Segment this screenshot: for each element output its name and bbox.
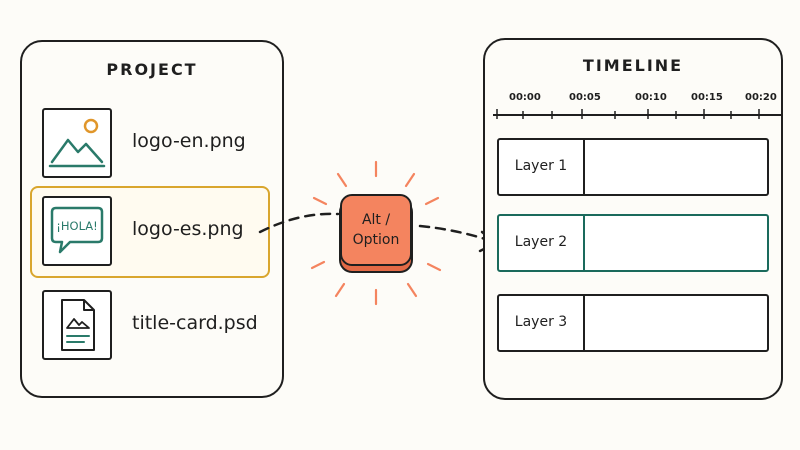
tick-label: 00:05 [569,92,601,103]
time-ruler: 00:00 00:05 00:10 00:15 00:20 [493,90,783,120]
tick-label: 00:00 [509,92,541,103]
asset-item-logo-es[interactable]: ¡HOLA! logo-es.png [30,186,270,278]
track-divider [583,296,585,350]
timeline-track-layer-2[interactable]: Layer 2 [497,214,769,272]
key-cap: Alt / Option [340,194,412,266]
key-label-line1: Alt / [361,212,391,228]
ruler-line [493,109,783,119]
project-panel: PROJECT logo-en.png ¡HOLA! logo-es.png [20,40,284,398]
tick-label: 00:10 [635,92,667,103]
timeline-panel-title: TIMELINE [582,56,684,75]
tick-label: 00:20 [745,92,777,103]
asset-item-logo-en[interactable]: logo-en.png [30,98,270,190]
asset-name: title-card.psd [132,312,258,334]
asset-thumbnail [42,290,112,360]
asset-name: logo-en.png [132,130,246,152]
timeline-panel: TIMELINE 00:00 00:05 00:10 00:15 00:20 L… [483,38,783,400]
timeline-track-layer-3[interactable]: Layer 3 [497,294,769,352]
timeline-track-layer-1[interactable]: Layer 1 [497,138,769,196]
document-image-icon [61,299,95,351]
track-label: Layer 1 [514,158,568,174]
burst-rays [310,160,442,306]
bubble-text: ¡HOLA! [56,219,97,233]
asset-thumbnail: ¡HOLA! [42,196,112,266]
tick-label: 00:15 [691,92,723,103]
asset-thumbnail [42,108,112,178]
asset-item-title-card[interactable]: title-card.psd [30,280,270,372]
track-divider [583,216,585,270]
track-divider [583,140,585,194]
key-label-line2: Option [352,232,400,248]
alt-option-key: Alt / Option [334,190,418,274]
track-label: Layer 2 [514,234,568,250]
track-label: Layer 3 [514,314,568,330]
speech-bubble-icon: ¡HOLA! [50,206,104,254]
project-panel-title: PROJECT [106,60,198,79]
landscape-image-icon [48,118,106,168]
asset-name: logo-es.png [132,218,244,240]
